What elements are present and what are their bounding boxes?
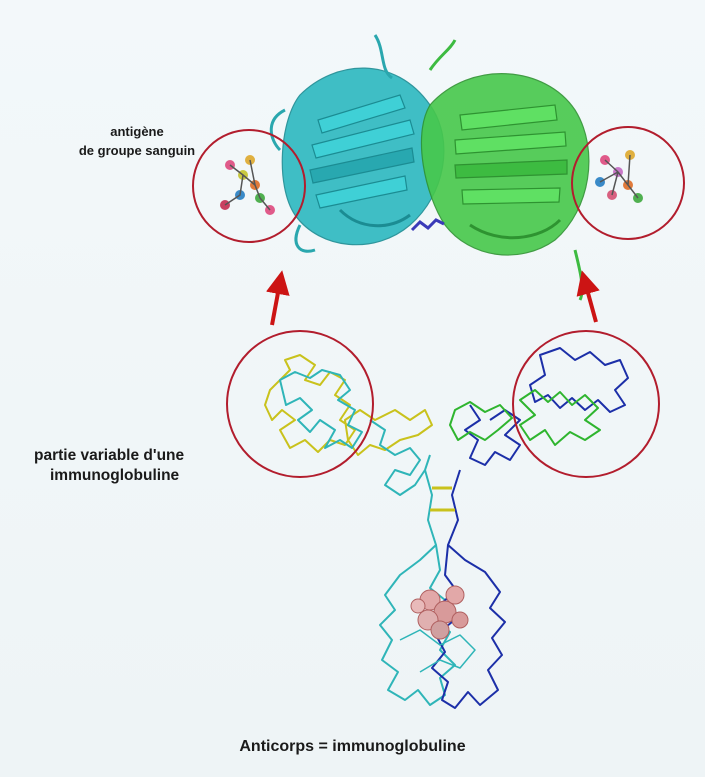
linker-molecule (410, 218, 445, 232)
antigen-molecule-left (220, 155, 275, 215)
variable-region-label: partie variable d'une immunoglobuline (34, 446, 184, 486)
right-heavy-chain (464, 347, 629, 466)
variable-circle-left (226, 330, 374, 478)
left-heavy-chain (279, 369, 431, 496)
antibody-backbone (264, 347, 629, 709)
fc-inner-cyan (399, 629, 476, 673)
arrow-left (266, 270, 290, 326)
fc-glycan-cluster (410, 585, 469, 640)
antigen-molecule-right (595, 150, 643, 203)
hinge-left (424, 469, 437, 546)
arrow-right (576, 270, 600, 323)
fab-green-domain (420, 39, 590, 301)
variable-label-line1: partie variable d'une (34, 447, 185, 464)
right-light-chain (449, 389, 601, 446)
fab-structure (269, 34, 590, 301)
antigen-label-line2: de groupe sanguin (78, 143, 196, 158)
hinge-bridge (430, 486, 455, 512)
antigen-label-line1: antigène (110, 124, 164, 139)
antigen-circle-right (571, 126, 685, 240)
variable-circle-right (512, 330, 660, 478)
figure-caption: Anticorps = immunoglobuline (239, 738, 466, 755)
left-light-chain (264, 354, 433, 456)
antigen-label: antigène de groupe sanguin (52, 122, 222, 160)
hinge-right (447, 469, 461, 546)
fab-cyan-domain (269, 34, 445, 253)
antigen-circle-left (192, 129, 306, 243)
variable-label-line2: immunoglobuline (50, 467, 180, 484)
